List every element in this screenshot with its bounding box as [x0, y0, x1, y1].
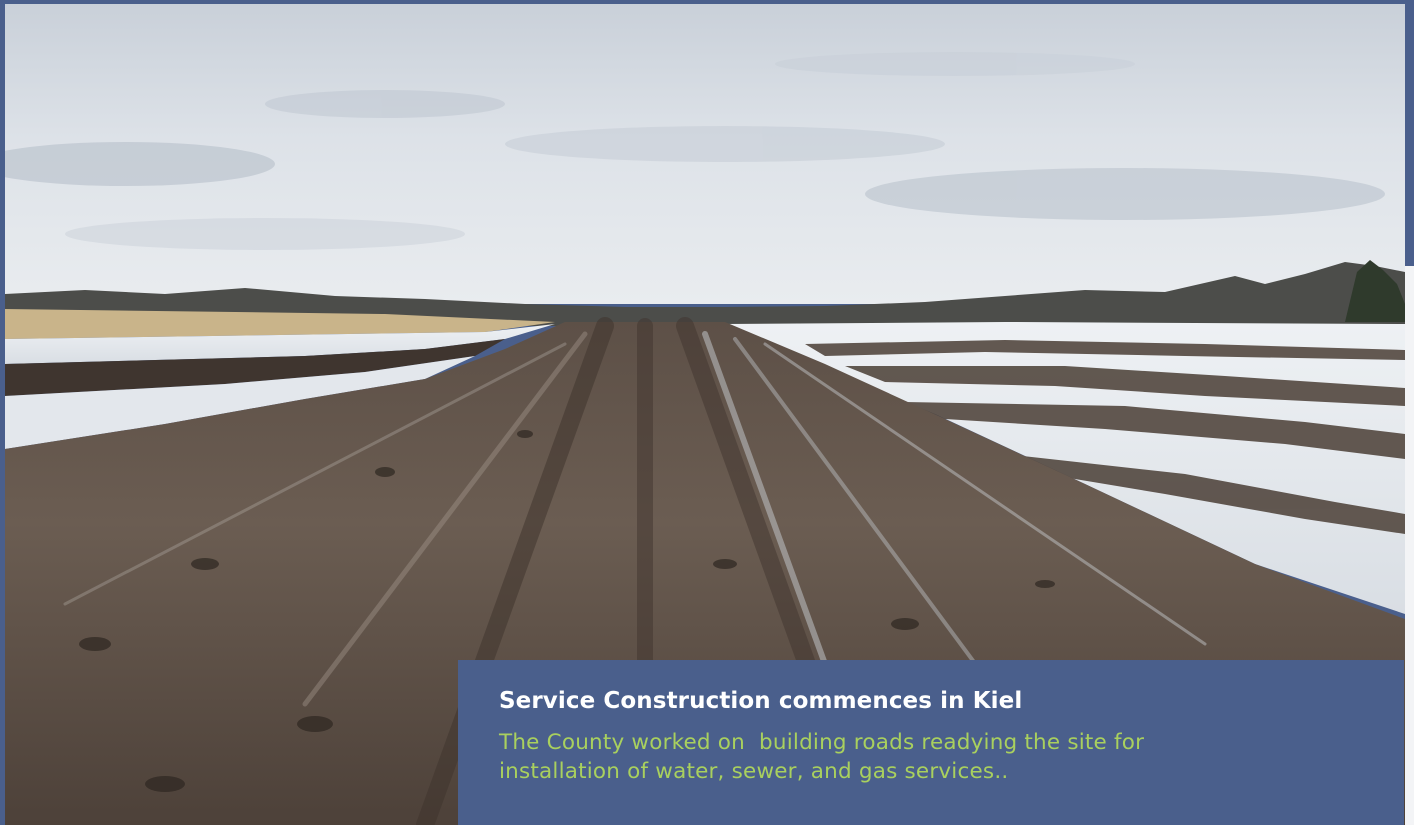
- clouds: [5, 52, 1385, 250]
- caption-body: The County worked on building roads read…: [499, 728, 1374, 786]
- caption-body-line-2: installation of water, sewer, and gas se…: [499, 759, 1009, 784]
- caption-body-line-1: The County worked on building roads read…: [499, 730, 1145, 755]
- left-snow: [5, 324, 555, 364]
- left-snow-lower: [5, 356, 475, 449]
- caption-box: Service Construction commences in Kiel T…: [458, 660, 1404, 825]
- treeline: [5, 262, 1405, 326]
- construction-site-photo: [5, 4, 1405, 825]
- right-border-notch: [1405, 266, 1414, 825]
- caption-title: Service Construction commences in Kiel: [499, 688, 1023, 714]
- stubble-field: [5, 309, 555, 339]
- right-dirt-furrows: [805, 340, 1405, 534]
- left-berm: [5, 339, 505, 396]
- spruce-tree: [1345, 260, 1405, 322]
